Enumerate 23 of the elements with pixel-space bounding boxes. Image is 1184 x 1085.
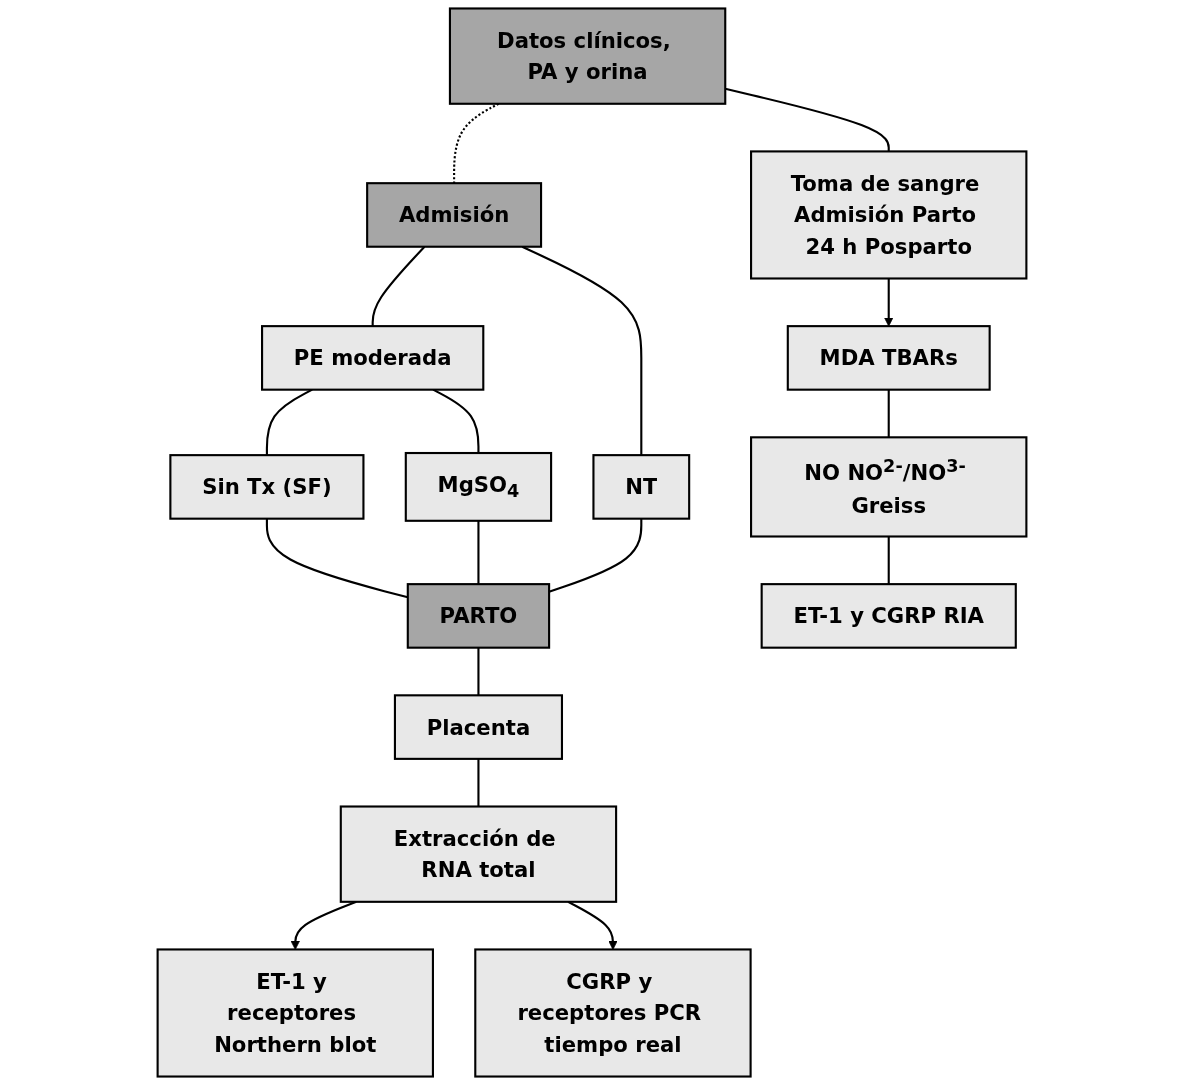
connector xyxy=(477,758,480,807)
node-box: Datos clínicos, PA y orina xyxy=(448,7,727,105)
node-box: NT xyxy=(592,454,691,520)
node-box: MDA TBARs xyxy=(786,325,991,391)
connector xyxy=(887,389,890,438)
node-box: Placenta xyxy=(393,694,563,760)
connector xyxy=(887,536,890,585)
node-box: MgSO$_{4}$ xyxy=(404,451,553,522)
node-box: CGRP y receptores PCR tiempo real xyxy=(474,948,752,1078)
node-box: PARTO xyxy=(406,583,551,649)
node-box: ET-1 y receptores Northern blot xyxy=(156,948,434,1078)
connector xyxy=(371,246,426,327)
node-box: PE moderada xyxy=(261,325,485,391)
arrow xyxy=(884,278,894,327)
connector xyxy=(725,87,890,152)
node-box: ET-1 y CGRP RIA xyxy=(760,583,1017,649)
connector xyxy=(477,647,480,696)
node-box: Toma de sangre Admisión Parto 24 h Posparto xyxy=(750,150,1028,280)
node-box: NO NO$^{2-}$/NO$^{3-}$ Greiss xyxy=(750,436,1028,538)
node-box: Admisión xyxy=(366,182,543,248)
connector xyxy=(477,520,480,585)
node-box: Sin Tx (SF) xyxy=(169,454,365,520)
node-box: Extracción de RNA total xyxy=(339,805,618,903)
